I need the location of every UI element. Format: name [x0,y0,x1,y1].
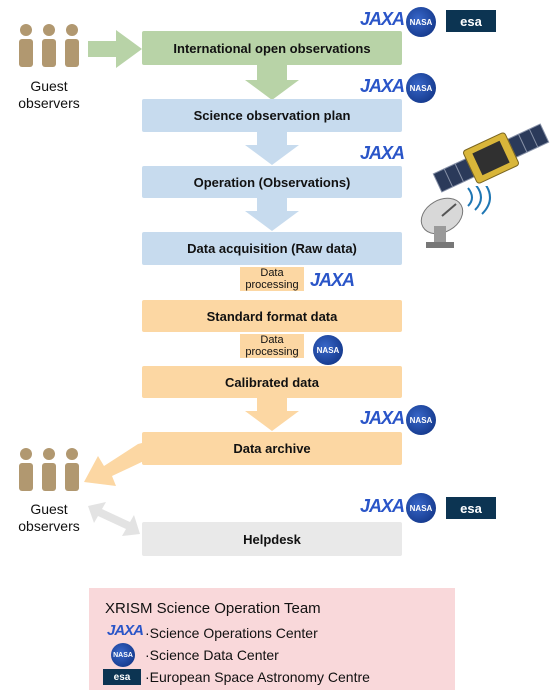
step-standard-format-data: Standard format data [142,300,402,332]
processing-1-line1: Data [260,267,284,279]
legend-item-esa: ·European Space Astronomy Centre [145,669,370,685]
flow-arrow-head-1 [245,80,299,100]
flow-arrow-shaft-2 [257,132,287,146]
nasa-logo-step2: NASA [406,73,436,103]
esa-logo-step1: esa [446,10,496,32]
legend-item-jaxa: ·Science Operations Center [145,625,318,641]
nasa-logo-helpdesk: NASA [406,493,436,523]
flow-arrow-shaft-1 [257,65,287,81]
step-operation: Operation (Observations) [142,166,402,198]
flow-arrow-shaft-6 [257,398,287,412]
legend-jaxa-logo: JAXA [107,622,144,639]
legend-item-nasa: ·Science Data Center [145,647,279,663]
nasa-logo-step1: NASA [406,7,436,37]
nasa-logo-archive: NASA [406,405,436,435]
data-processing-label-2: Data processing [240,334,304,358]
helpdesk-double-arrow [88,502,140,536]
jaxa-logo-processing: JAXA [310,270,355,290]
jaxa-logo-helpdesk: JAXA [360,496,405,516]
step-5-label: Standard format data [206,308,338,324]
guest-label-line1: Guest [30,78,68,94]
step-data-archive: Data archive [142,432,402,465]
ground-antenna-icon [420,186,491,248]
archive-to-guests-arrow [84,442,146,486]
legend-esa-logo: esa [103,669,141,685]
jaxa-logo-step3: JAXA [360,143,405,163]
step-calibrated-data: Calibrated data [142,366,402,398]
step-3-label: Operation (Observations) [193,174,351,190]
legend-nasa-logo: NASA [111,643,135,667]
step-2-label: Science observation plan [193,108,351,123]
satellite-icon [432,123,550,193]
step-8-label: Helpdesk [243,531,301,547]
guest-observers-icon-bottom [19,448,79,491]
flow-arrow-head-3 [245,211,299,231]
step-international-open-observations: International open observations [142,31,402,65]
legend-panel: XRISM Science Operation Team JAXA ·Scien… [89,588,455,690]
nasa-logo-processing: NASA [313,335,343,365]
step-7-label: Data archive [233,441,311,456]
processing-1-line2: processing [245,279,299,291]
step-helpdesk: Helpdesk [142,522,402,556]
flow-arrow-head-6 [245,411,299,431]
data-processing-label-1: Data processing [240,267,304,291]
step-science-observation-plan: Science observation plan [142,99,402,132]
step-6-label: Calibrated data [225,374,319,390]
jaxa-logo-archive: JAXA [360,408,405,428]
flow-arrow-shaft-3 [257,198,287,212]
step-1-label: International open observations [173,40,371,56]
processing-2-line2: processing [245,346,299,358]
flow-arrow-head-2 [245,145,299,165]
guest-label-bottom-line2: observers [18,518,80,534]
esa-logo-helpdesk: esa [446,497,496,519]
step-4-label: Data acquisition (Raw data) [187,241,357,256]
legend-title: XRISM Science Operation Team [105,600,321,617]
jaxa-logo-step1: JAXA [360,9,405,29]
submit-arrow [88,30,142,68]
step-data-acquisition: Data acquisition (Raw data) [142,232,402,265]
jaxa-logo-step2: JAXA [360,76,405,96]
guest-observers-icon-top [19,24,79,67]
processing-2-line1: Data [260,334,284,346]
guest-observers-label-top: Guest observers [4,78,94,112]
guest-label-bottom-line1: Guest [30,501,68,517]
guest-label-line2: observers [18,95,80,111]
guest-observers-label-bottom: Guest observers [4,501,94,535]
